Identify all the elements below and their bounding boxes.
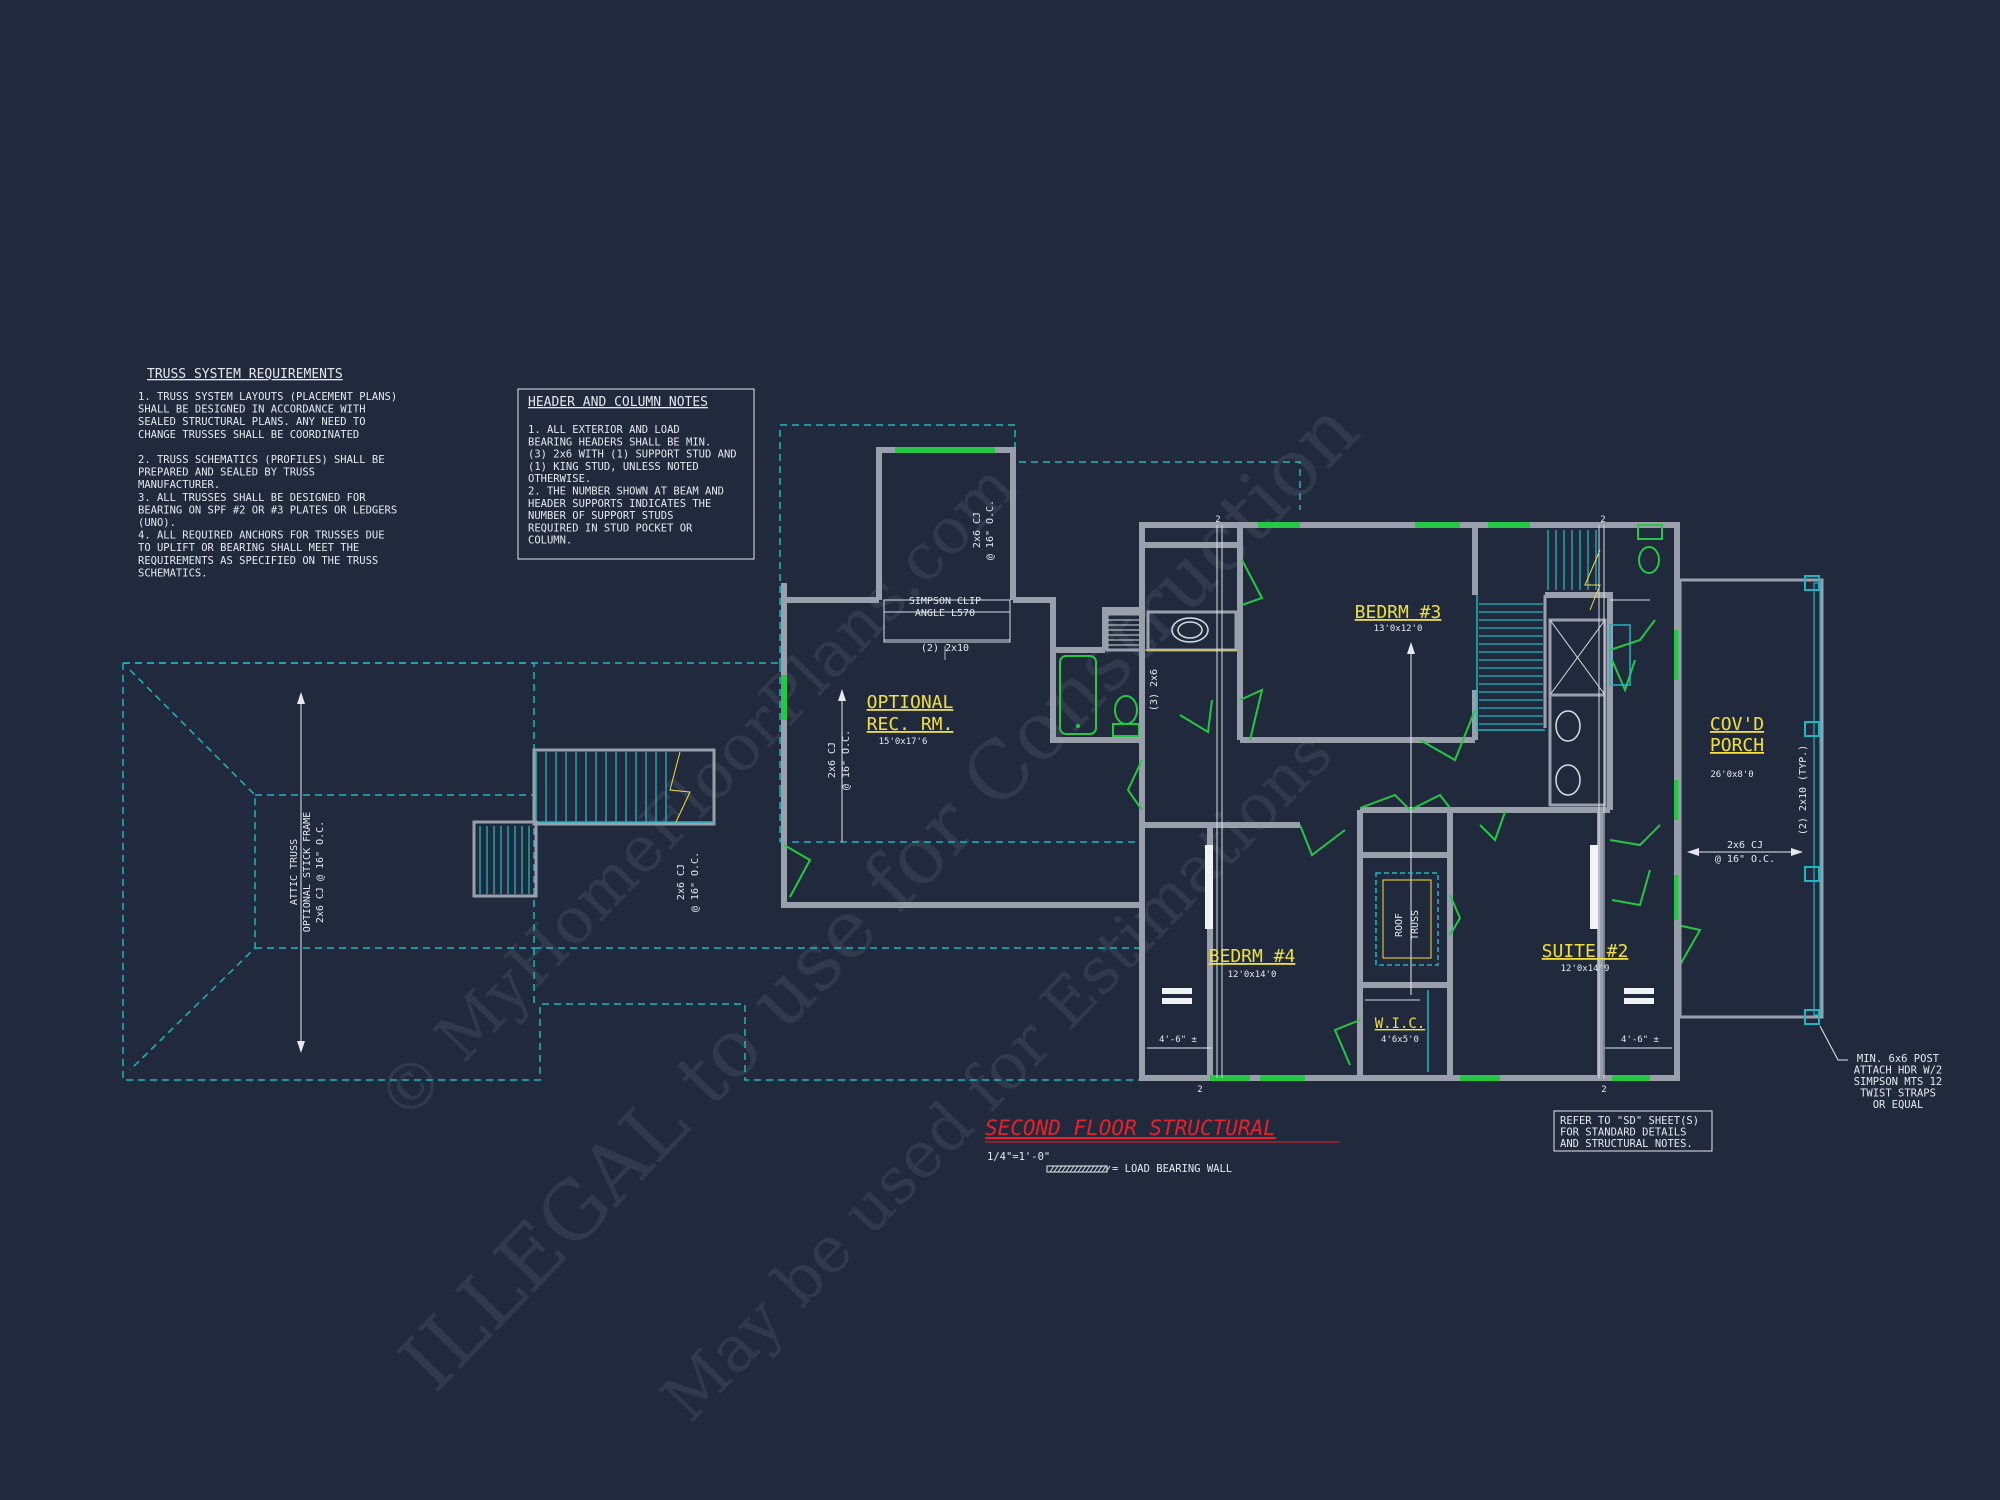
post-note-line: MIN. 6x6 POST	[1857, 1053, 1940, 1065]
cj-label-porch: 2x6 CJ	[1727, 840, 1763, 851]
oc-label-rec: @ 16" O.C.	[985, 500, 996, 560]
truss-note-line: 3. ALL TRUSSES SHALL BE DESIGNED FOR	[138, 492, 366, 504]
plan-title-block: SECOND FLOOR STRUCTURAL 1/4"=1'-0" = LOA…	[985, 1116, 1340, 1175]
bedrm3-title: BEDRM #3	[1355, 602, 1442, 623]
watermark: © MyHomeFloorPlans.com ILLEGAL to use fo…	[363, 383, 1376, 1436]
header-note-line: BEARING HEADERS SHALL BE MIN.	[528, 436, 711, 448]
header-note-line: REQUIRED IN STUD POCKET OR	[528, 522, 693, 534]
refer-note-line: FOR STANDARD DETAILS	[1560, 1127, 1686, 1139]
oc-label-porch: @ 16" O.C.	[1715, 854, 1775, 865]
bearing-lines: 2 2 2 2	[1197, 515, 1606, 1095]
simpson-label-1: SIMPSON CLIP	[909, 596, 981, 607]
refer-note-line: AND STRUCTURAL NOTES.	[1560, 1138, 1693, 1150]
covered-porch: COV'D PORCH 26'0x8'0 2x6 CJ @ 16" O.C. (…	[1678, 575, 1824, 1025]
wic-title: W.I.C.	[1375, 1016, 1426, 1032]
header-note-line: (3) 2x6 WITH (1) SUPPORT STUD AND	[528, 449, 737, 461]
closet-markers	[1162, 845, 1654, 1004]
attic-label-3: 2x6 CJ @ 16" O.C.	[315, 821, 326, 923]
post-note-line: ATTACH HDR W/2	[1854, 1065, 1943, 1077]
truss-note-line: SEALED STRUCTURAL PLANS. ANY NEED TO	[138, 416, 366, 428]
main-walls	[1126, 522, 1702, 1081]
stud-num-4: 2	[1601, 1085, 1606, 1095]
truss-note-line: SHALL BE DESIGNED IN ACCORDANCE WITH	[138, 404, 366, 416]
wic-and-truss: ROOF TRUSS W.I.C. 4'6x5'0	[1365, 872, 1439, 1072]
porch-size: 26'0x8'0	[1710, 770, 1753, 780]
header-note-line: (1) KING STUD, UNLESS NOTED	[528, 461, 699, 473]
attic-label-1: ATTIC TRUSS	[289, 839, 300, 905]
truss-note-line: PREPARED AND SEALED BY TRUSS	[138, 467, 315, 479]
stud-3x6-label: (3) 2x6	[1149, 669, 1160, 711]
header-note-line: OTHERWISE.	[528, 473, 591, 485]
header-notes-title: HEADER AND COLUMN NOTES	[528, 395, 708, 410]
header-note-line: 1. ALL EXTERIOR AND LOAD	[528, 424, 680, 436]
room-labels: BEDRM #3 13'0x12'0 BEDRM #4 12'0x14'0 SU…	[1209, 602, 1629, 980]
truss-note-line: MANUFACTURER.	[138, 479, 220, 491]
truss-note-line: BEARING ON SPF #2 OR #3 PLATES OR LEDGER…	[138, 504, 397, 516]
attic-label-2: OPTIONAL STICK FRAME	[302, 812, 313, 932]
truss-note-line: (UNO).	[138, 517, 176, 529]
truss-note-line: SCHEMATICS.	[138, 567, 208, 579]
rec-room-title-2: REC. RM.	[867, 714, 954, 735]
left-stairs: 2x6 CJ @ 16" O.C.	[472, 748, 716, 912]
suite2-title: SUITE #2	[1542, 941, 1629, 962]
porch-title-2: PORCH	[1710, 735, 1764, 756]
roof-truss-label-1: ROOF	[1394, 913, 1405, 937]
truss-notes-lines: 1. TRUSS SYSTEM LAYOUTS (PLACEMENT PLANS…	[138, 391, 397, 579]
post-note-line: TWIST STRAPS	[1860, 1088, 1936, 1100]
truss-note-line: 2. TRUSS SCHEMATICS (PROFILES) SHALL BE	[138, 454, 385, 466]
porch-title-1: COV'D	[1710, 714, 1764, 735]
bedrm3-size: 13'0x12'0	[1374, 624, 1423, 634]
main-stairs	[1476, 530, 1601, 731]
header-note-line: HEADER SUPPORTS INDICATES THE	[528, 498, 711, 510]
oc-label-left: @ 16" O.C.	[690, 852, 701, 912]
stud-num-1: 2	[1215, 515, 1220, 525]
suite2-size: 12'0x14'9	[1561, 964, 1610, 974]
bedrm4-title: BEDRM #4	[1209, 946, 1296, 967]
dim-right: 4'-6" ±	[1621, 1035, 1660, 1045]
truss-note-line: REQUIREMENTS AS SPECIFIED ON THE TRUSS	[138, 555, 378, 567]
simpson-label-2: ANGLE L570	[915, 608, 975, 619]
post-note-line: OR EQUAL	[1873, 1099, 1924, 1111]
attic-span-arrow: ATTIC TRUSS OPTIONAL STICK FRAME 2x6 CJ …	[289, 692, 326, 1053]
header-note-line: COLUMN.	[528, 535, 572, 547]
dim-left: 4'-6" ±	[1159, 1035, 1198, 1045]
porch-header-label: (2) 2x10 (TYP.)	[1798, 745, 1809, 835]
hall-bath: (3) 2x6	[1050, 607, 1240, 743]
truss-system-notes: TRUSS SYSTEM REQUIREMENTS 1. TRUSS SYSTE…	[138, 367, 397, 579]
oc-label-rec-2: @ 16" O.C.	[841, 730, 852, 790]
rec-room-size: 15'0x17'6	[879, 737, 928, 747]
refer-note-line: REFER TO "SD" SHEET(S)	[1560, 1115, 1699, 1127]
legend-text: = LOAD BEARING WALL	[1112, 1163, 1232, 1175]
truss-notes-title: TRUSS SYSTEM REQUIREMENTS	[147, 367, 343, 382]
truss-note-line: CHANGE TRUSSES SHALL BE COORDINATED	[138, 429, 359, 441]
truss-note-line: 4. ALL REQUIRED ANCHORS FOR TRUSSES DUE	[138, 530, 385, 542]
header-note-line: NUMBER OF SUPPORT STUDS	[528, 510, 673, 522]
dimensions: 4'-6" ± 4'-6" ±	[1147, 1035, 1672, 1049]
stud-num-2: 2	[1600, 515, 1605, 525]
cj-label-rec: 2x6 CJ	[972, 512, 983, 548]
cj-label-rec-2: 2x6 CJ	[827, 742, 838, 778]
plan-title: SECOND FLOOR STRUCTURAL	[985, 1116, 1276, 1140]
rec-room-title-1: OPTIONAL	[867, 692, 954, 713]
cj-label-left: 2x6 CJ	[676, 864, 687, 900]
refer-note: REFER TO "SD" SHEET(S)FOR STANDARD DETAI…	[1553, 1110, 1713, 1152]
roof-outline	[122, 424, 1301, 1081]
plan-scale: 1/4"=1'-0"	[987, 1151, 1050, 1163]
truss-note-line: 1. TRUSS SYSTEM LAYOUTS (PLACEMENT PLANS…	[138, 391, 397, 403]
post-note-line: SIMPSON MTS 12	[1854, 1076, 1943, 1088]
header-notes-box	[517, 388, 755, 560]
master-bath	[1548, 524, 1663, 807]
wic-size: 4'6x5'0	[1381, 1035, 1419, 1045]
stud-num-3: 2	[1197, 1085, 1202, 1095]
roof-truss-label-2: TRUSS	[1410, 910, 1421, 940]
header-note-line: 2. THE NUMBER SHOWN AT BEAM AND	[528, 486, 724, 498]
optional-rec-room: SIMPSON CLIP ANGLE L570 (2) 2x10 2x6 CJ …	[781, 447, 1145, 908]
bedrm4-size: 12'0x14'0	[1228, 970, 1277, 980]
header-column-notes: HEADER AND COLUMN NOTES 1. ALL EXTERIOR …	[517, 388, 755, 560]
truss-note-line: TO UPLIFT OR BEARING SHALL MEET THE	[138, 542, 359, 554]
